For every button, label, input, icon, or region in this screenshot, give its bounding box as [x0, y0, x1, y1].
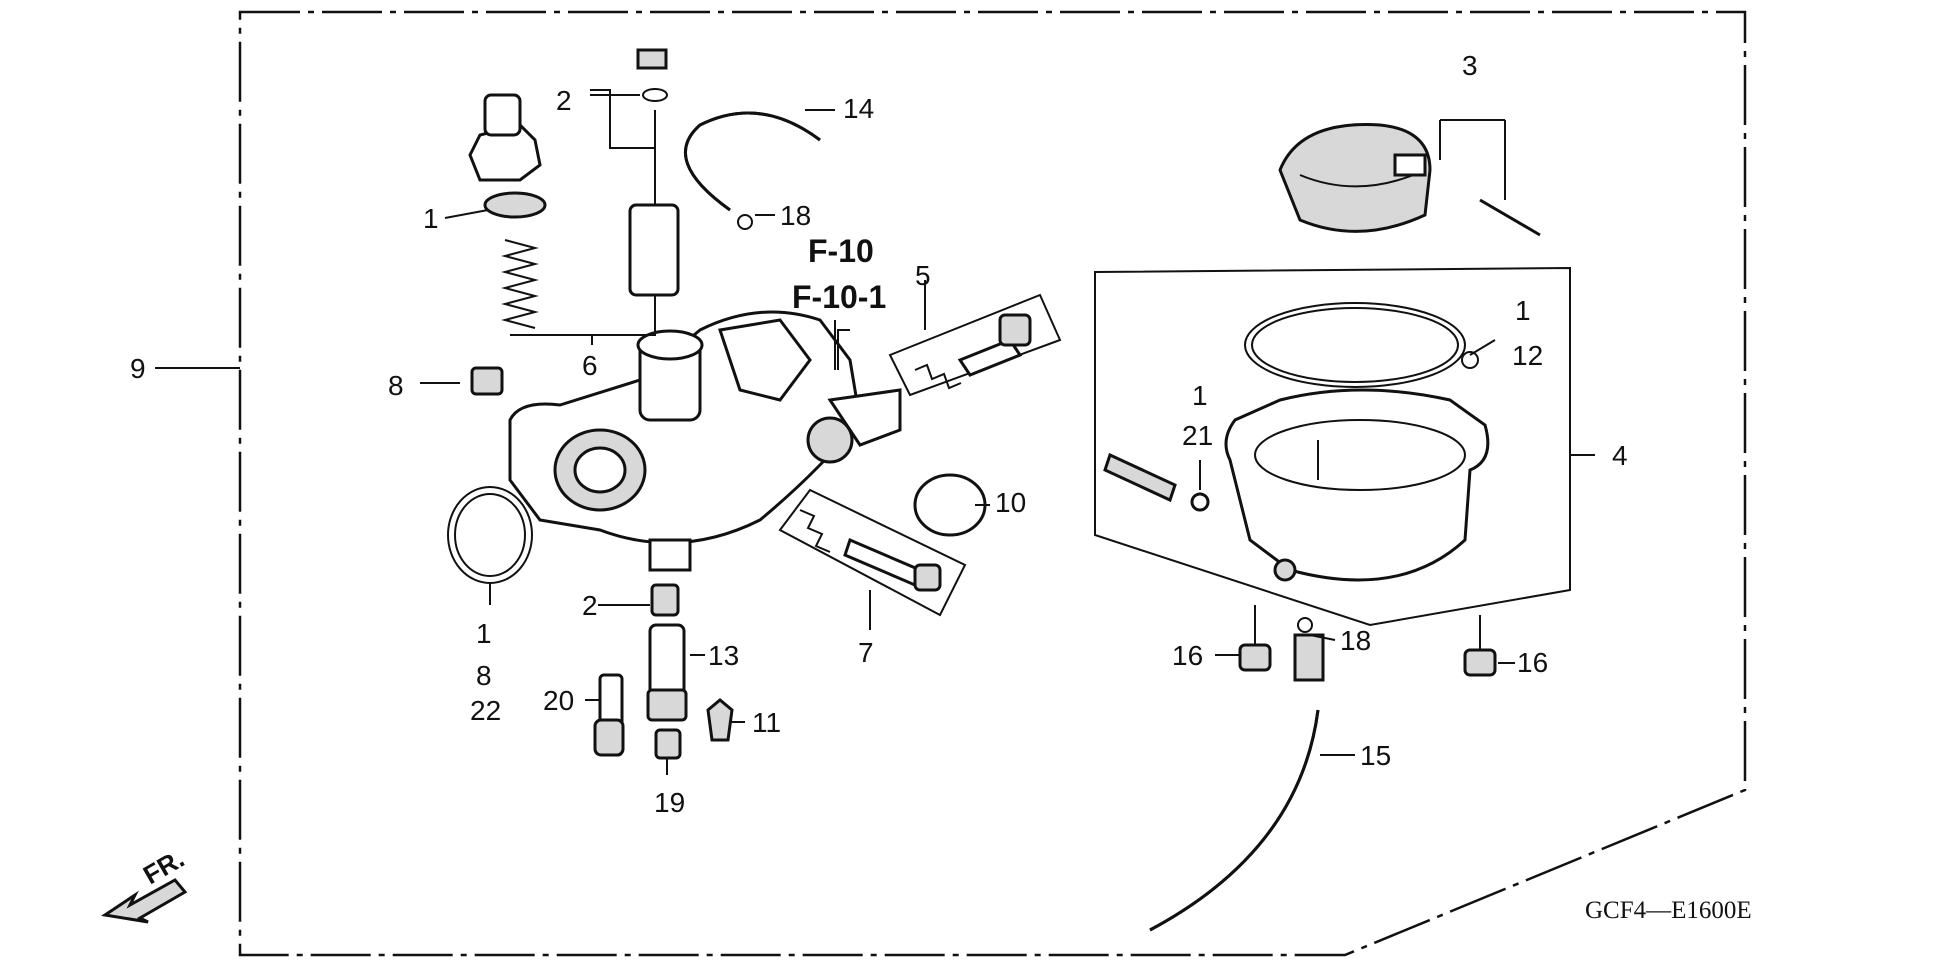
callout-19: 19 [654, 787, 685, 818]
callout-10: 10 [995, 487, 1026, 518]
callout-16-right: 16 [1517, 647, 1548, 678]
jet-assembly-parts [593, 583, 734, 760]
mixture-screw [1103, 452, 1210, 512]
bolts-16 [1238, 605, 1497, 677]
callout-9: 9 [130, 353, 146, 384]
reference-f-10-1: F-10-1 [792, 279, 886, 315]
callout-1-gasket: 1 [1515, 295, 1531, 326]
callout-21: 21 [1182, 420, 1213, 451]
callout-1-top: 1 [423, 203, 439, 234]
float-chamber-subframe [1094, 266, 1595, 627]
callout-2-top: 2 [556, 85, 572, 116]
float-chamber-bowl [1224, 388, 1490, 582]
diagram-frame [155, 10, 1747, 957]
nut-8 [470, 366, 504, 396]
callout-1-screw: 1 [1192, 380, 1208, 411]
float-chamber-gasket [1244, 302, 1479, 388]
callout-5: 5 [915, 260, 931, 291]
throttle-stop-screw-set-7 [778, 488, 967, 617]
callout-8-nut: 8 [388, 370, 404, 401]
callout-20: 20 [543, 685, 574, 716]
callout-18-bottom: 18 [1340, 625, 1371, 656]
front-arrow-label: FR. [138, 843, 189, 890]
callout-4: 4 [1612, 440, 1628, 471]
drain-hose-15 [1149, 617, 1325, 932]
vent-hose-14 [684, 111, 821, 230]
diagram-code: GCF4—E1600E [1585, 897, 1752, 924]
callout-15: 15 [1360, 740, 1391, 771]
choke-cover-part [1278, 119, 1541, 237]
callout-2-bottom: 2 [582, 590, 598, 621]
carburetor-body [508, 310, 902, 572]
front-direction-arrow: FR. [100, 843, 189, 924]
callout-18-top: 18 [780, 200, 811, 231]
callout-7: 7 [858, 637, 874, 668]
callout-1-oring: 1 [476, 618, 492, 649]
reference-f-10: F-10 [808, 233, 874, 269]
callout-6: 6 [582, 350, 598, 381]
callout-3: 3 [1462, 50, 1478, 81]
callout-8-oring: 8 [476, 660, 492, 691]
callout-12: 12 [1512, 340, 1543, 371]
cap-10 [913, 473, 987, 537]
throttle-cap-spring [468, 93, 547, 329]
callout-11: 11 [752, 707, 781, 738]
o-ring-1-8-22 [447, 486, 533, 584]
callout-13: 13 [708, 640, 739, 671]
callout-14: 14 [843, 93, 874, 124]
pilot-screw-set-5 [888, 293, 1062, 397]
callout-22: 22 [470, 695, 501, 726]
throttle-valve-needle [628, 48, 680, 297]
callout-16-left: 16 [1172, 640, 1203, 671]
leader-lines [420, 89, 1515, 775]
